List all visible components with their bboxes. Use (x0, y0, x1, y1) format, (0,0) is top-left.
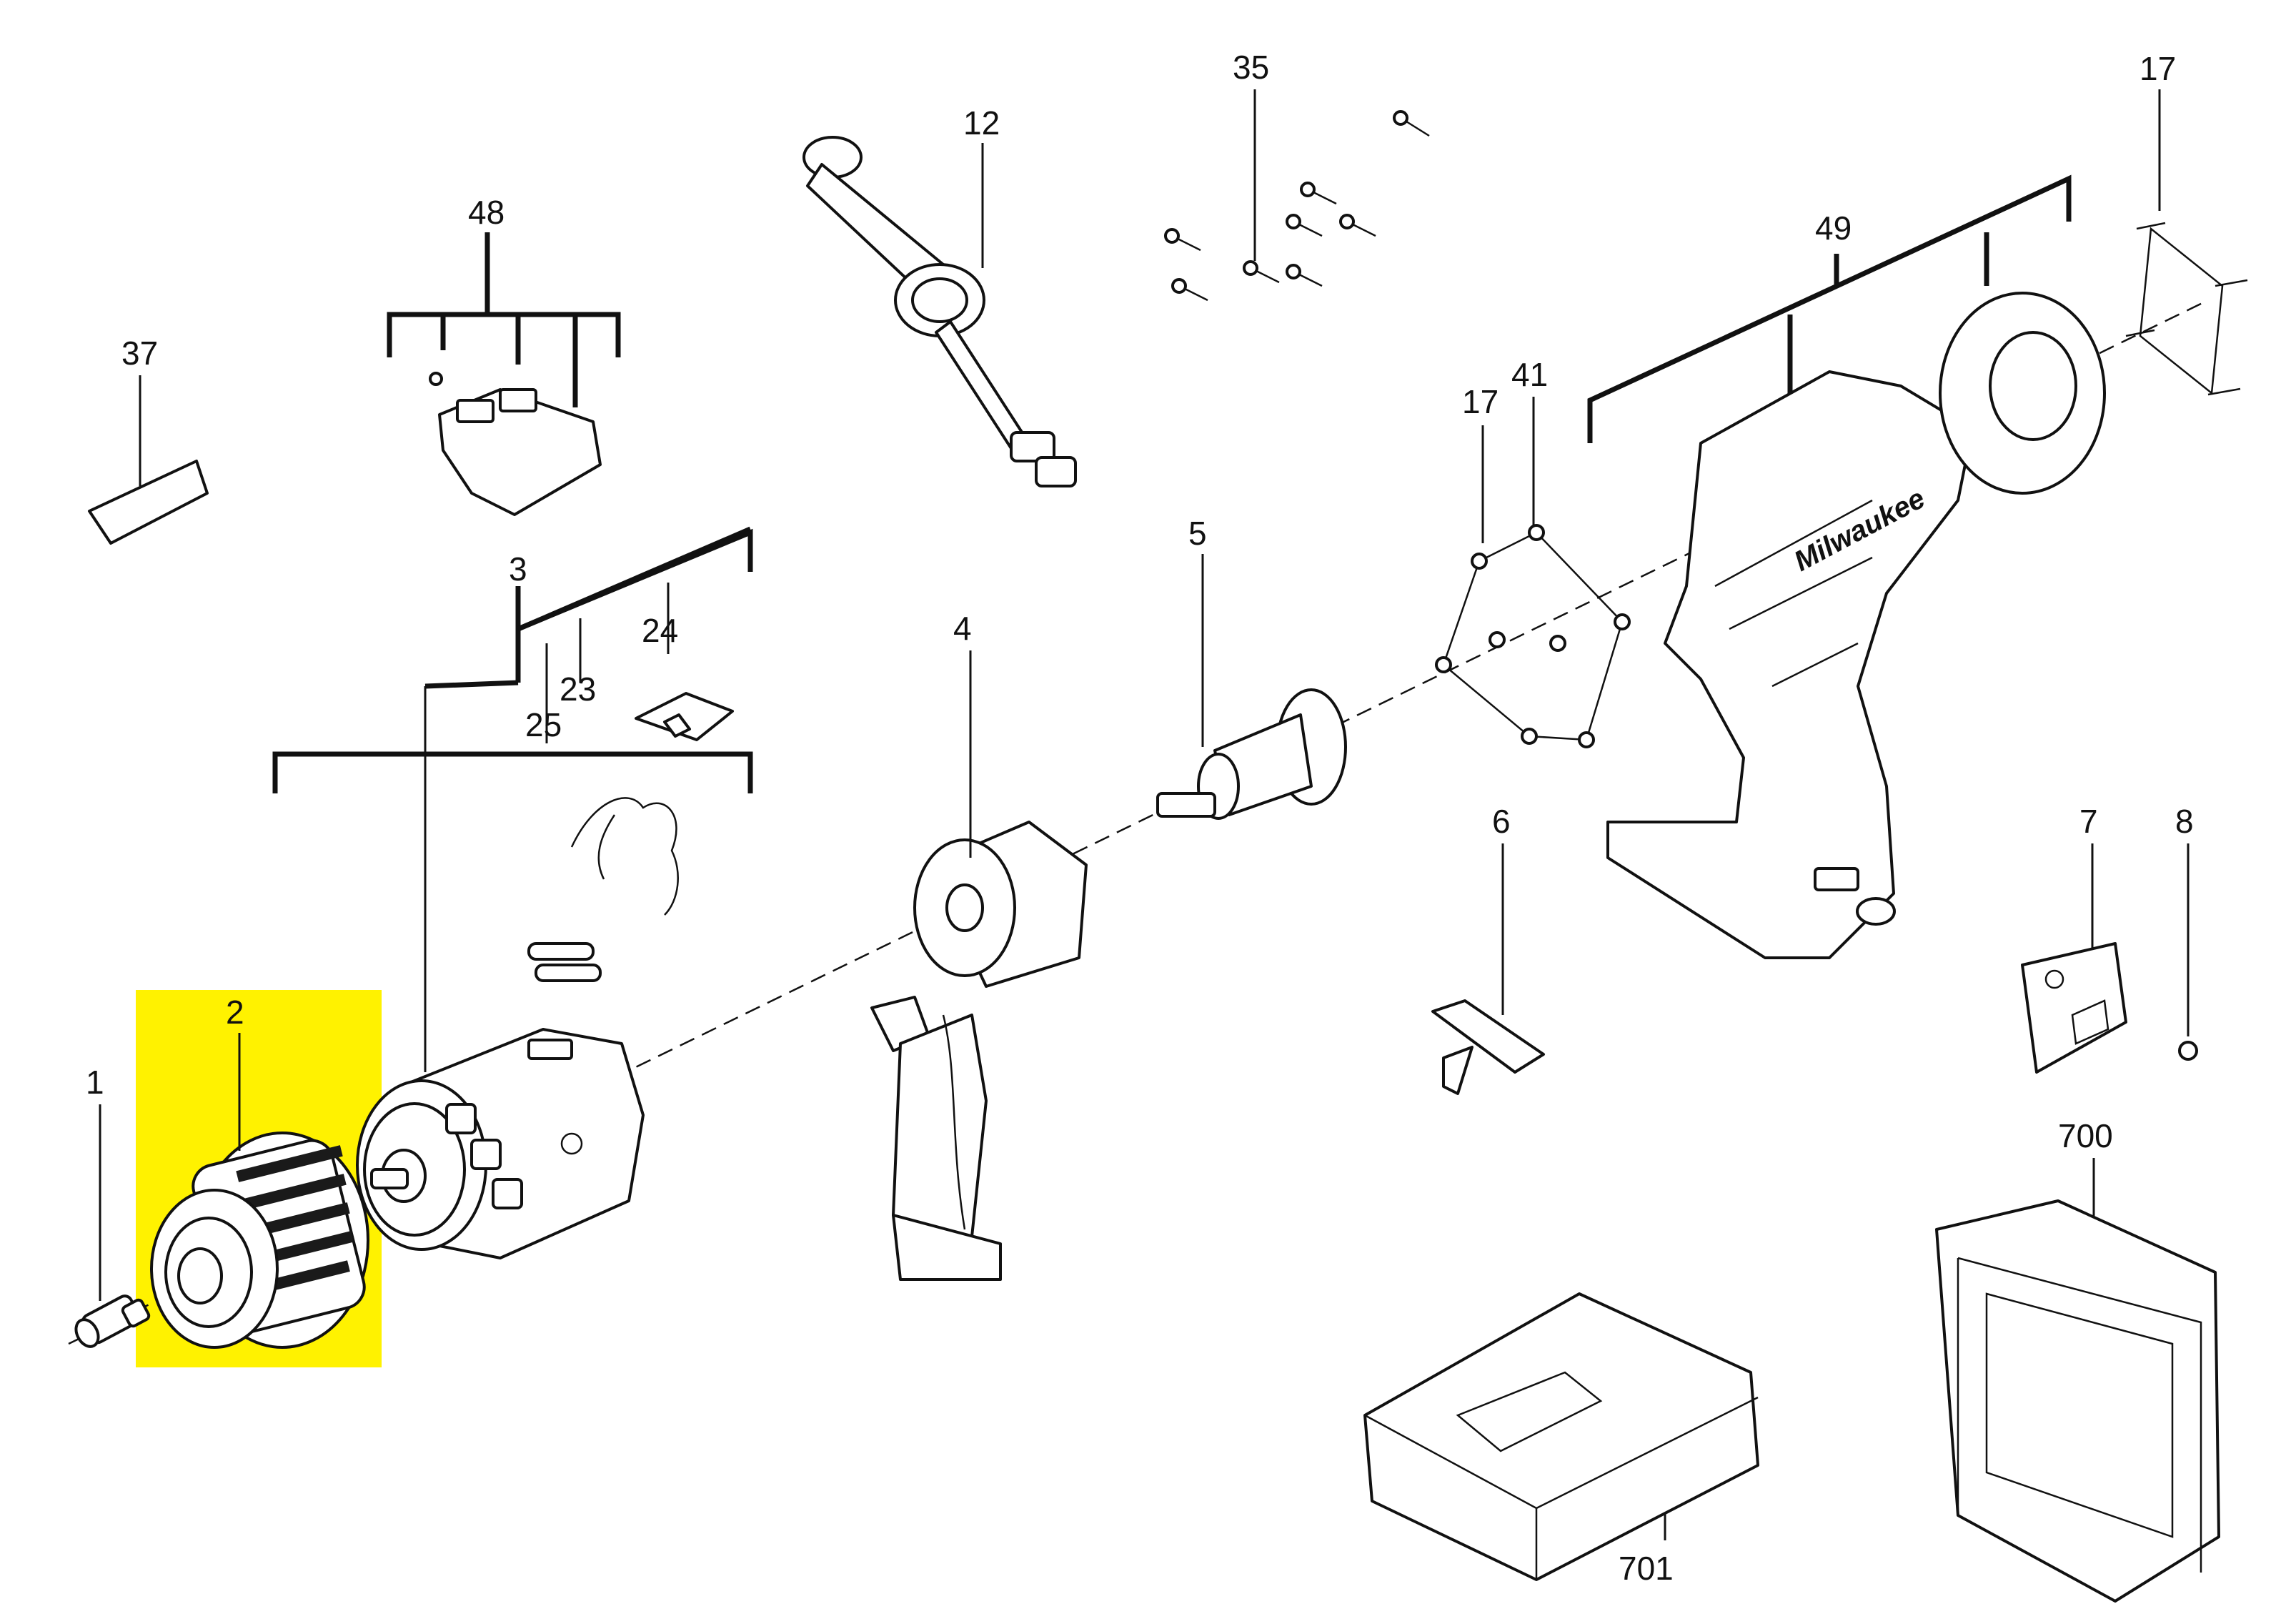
label-2: 2 (226, 994, 244, 1031)
label-700: 700 (2058, 1117, 2113, 1154)
side-handle-icon[interactable] (802, 136, 1077, 487)
screw-icon[interactable] (1164, 110, 1430, 302)
armature-icon[interactable] (1156, 688, 1347, 820)
label-5: 5 (1188, 515, 1207, 552)
housing-icon[interactable] (1606, 292, 2106, 959)
adapter-part[interactable] (71, 1294, 151, 1351)
spring-part-23[interactable] (570, 797, 679, 916)
label-23: 23 (560, 670, 596, 708)
plate-part-7[interactable] (2021, 942, 2127, 1074)
label-plate-part-37[interactable] (88, 460, 209, 545)
label-8: 8 (2175, 803, 2194, 840)
label-49: 49 (1815, 209, 1852, 247)
label-701: 701 (1619, 1550, 1674, 1587)
case-part-701[interactable] (1363, 1292, 1759, 1581)
switch-bracket-part-48[interactable] (429, 372, 602, 516)
label-25: 25 (525, 706, 562, 743)
pins-part-17[interactable] (2125, 222, 2248, 396)
clip-part-24[interactable] (635, 692, 734, 741)
pin-part-25[interactable] (527, 942, 602, 982)
label-48: 48 (468, 194, 505, 231)
label-7: 7 (2079, 803, 2098, 840)
label-4: 4 (953, 610, 972, 647)
label-12: 12 (963, 104, 1000, 142)
gearbox-icon[interactable] (356, 1028, 645, 1259)
label-1: 1 (86, 1064, 104, 1101)
label-3: 3 (509, 550, 527, 588)
label-37: 37 (121, 335, 158, 372)
label-24: 24 (642, 612, 678, 649)
switch-part-6[interactable] (1431, 999, 1545, 1095)
motor-stator-icon[interactable] (870, 821, 1088, 1281)
label-6: 6 (1492, 803, 1511, 840)
screw-part-8[interactable] (2178, 1041, 2198, 1061)
label-41: 41 (1511, 356, 1548, 393)
chuck-icon[interactable] (150, 1132, 369, 1349)
label-17b: 17 (2140, 50, 2176, 87)
carrying-case-icon[interactable] (1935, 1199, 2220, 1603)
label-35: 35 (1233, 49, 1269, 86)
pins-washers-part-17-41[interactable] (1435, 524, 1631, 748)
label-17a: 17 (1462, 383, 1499, 420)
